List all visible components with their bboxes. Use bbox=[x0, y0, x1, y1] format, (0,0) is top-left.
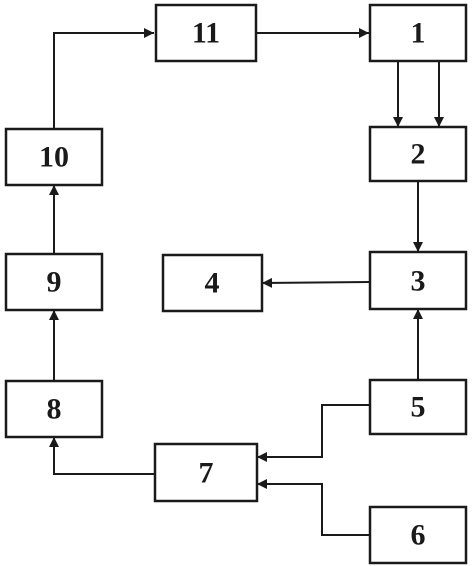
arrow-5-to-7 bbox=[257, 404, 370, 462]
block-3-label: 3 bbox=[411, 265, 426, 298]
arrow-10-to-11 bbox=[53, 28, 154, 129]
block-8: 8 bbox=[4, 379, 104, 439]
block-10: 10 bbox=[4, 127, 104, 187]
block-6: 6 bbox=[368, 505, 468, 565]
block-1: 1 bbox=[368, 3, 468, 63]
block-6-label: 6 bbox=[411, 519, 426, 552]
arrow-6-to-7 bbox=[257, 479, 370, 536]
block-11-label: 11 bbox=[192, 17, 220, 50]
block-7-label: 7 bbox=[199, 457, 214, 490]
block-2: 2 bbox=[368, 125, 468, 183]
block-3: 3 bbox=[368, 250, 468, 311]
arrow-3-to-4 bbox=[261, 277, 371, 288]
block-2-label: 2 bbox=[411, 138, 426, 171]
block-9-label: 9 bbox=[47, 266, 62, 299]
block-8-label: 8 bbox=[47, 393, 62, 426]
connectors bbox=[49, 28, 444, 536]
block-5: 5 bbox=[368, 378, 468, 436]
block-9: 9 bbox=[4, 252, 104, 312]
block-4-label: 4 bbox=[205, 267, 220, 300]
block-5-label: 5 bbox=[411, 391, 426, 424]
arrow-7-to-8 bbox=[49, 437, 155, 475]
block-7: 7 bbox=[153, 442, 259, 503]
block-4: 4 bbox=[161, 253, 264, 313]
block-10-label: 10 bbox=[39, 141, 69, 174]
block-1-label: 1 bbox=[411, 17, 426, 50]
block-11: 11 bbox=[154, 3, 258, 63]
